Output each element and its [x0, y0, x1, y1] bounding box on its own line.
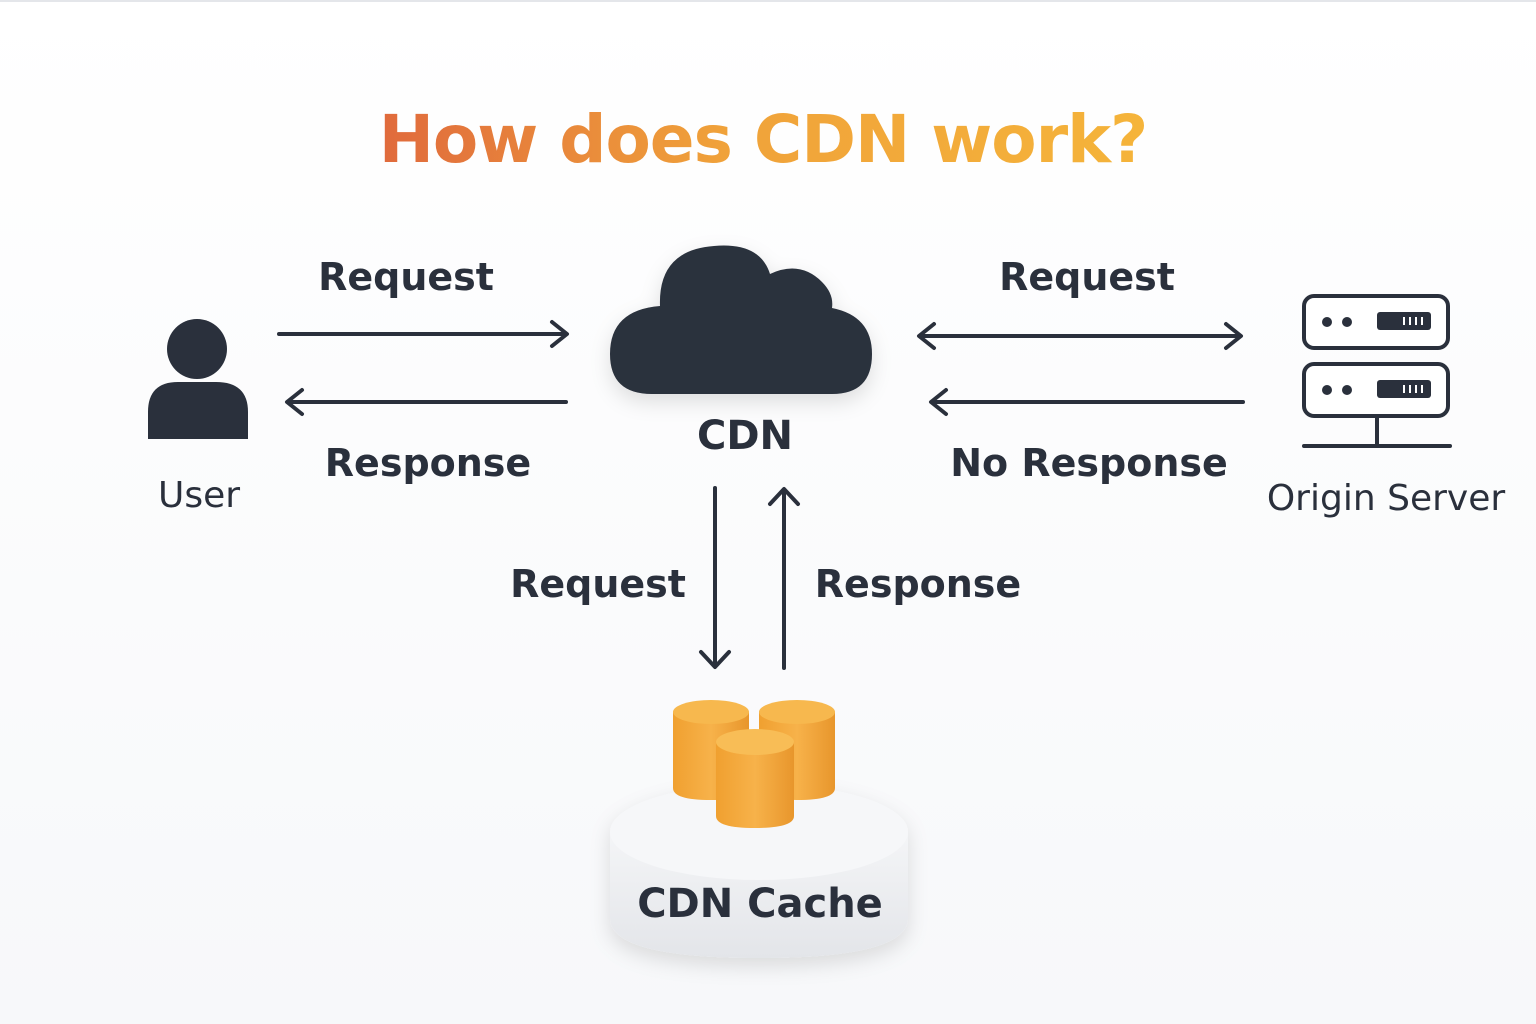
arrow-cache-to-cdn: [768, 487, 800, 670]
edge-label-cdn-to-cache: Request: [510, 562, 686, 606]
edge-label-origin-to-cdn: No Response: [950, 441, 1228, 485]
arrow-cdn-to-cache: [699, 486, 731, 669]
cdn-label: CDN: [697, 413, 793, 459]
server-icon: [1302, 294, 1452, 448]
cloud-icon: [610, 245, 872, 394]
edge-label-cdn-origin: Request: [999, 255, 1175, 299]
user-label: User: [158, 475, 240, 516]
edge-label-cache-to-cdn: Response: [815, 562, 1021, 606]
edge-label-user-to-cdn: Request: [318, 255, 494, 299]
arrow-origin-to-cdn: [929, 388, 1245, 416]
diagram-title: How does CDN work?: [379, 101, 1148, 178]
database-icon: [673, 700, 835, 828]
user-icon: [148, 319, 248, 439]
arrow-cdn-to-user: [285, 388, 568, 416]
edge-label-cdn-to-user: Response: [325, 441, 531, 485]
top-divider: [0, 0, 1536, 2]
origin-server-label: Origin Server: [1267, 478, 1506, 519]
cdn-cache-label: CDN Cache: [637, 881, 883, 927]
cache-platform: [610, 784, 908, 958]
arrow-cdn-origin-bidirectional: [917, 322, 1243, 350]
arrow-user-to-cdn: [277, 320, 569, 348]
